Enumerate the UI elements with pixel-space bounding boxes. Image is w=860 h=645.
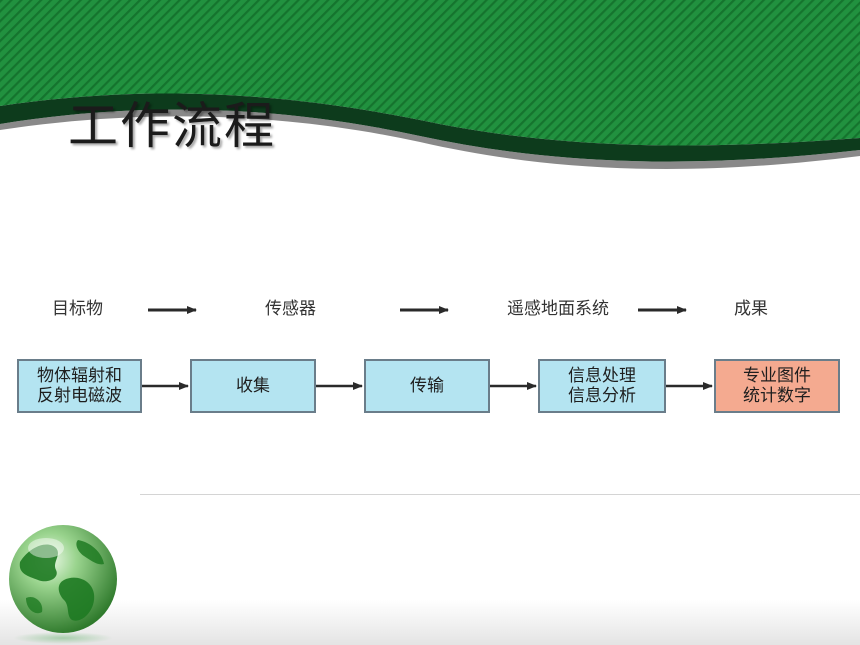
step-box-processing: 信息处理 信息分析 [538,359,666,413]
stage-label-sensor: 传感器 [265,299,316,319]
globe-icon [9,525,117,644]
divider-line [140,494,860,495]
step-box-output: 专业图件 统计数字 [714,359,840,413]
stage-label-result: 成果 [734,299,768,319]
step-box-collect: 收集 [190,359,316,413]
step-box-radiation: 物体辐射和 反射电磁波 [17,359,142,413]
stage-label-target: 目标物 [52,299,103,319]
slide-title: 工作流程 [68,97,276,155]
header-banner [0,0,860,169]
floor-shade [0,600,860,645]
step-box-transmit: 传输 [364,359,490,413]
stage-label-ground-system: 遥感地面系统 [507,299,609,319]
